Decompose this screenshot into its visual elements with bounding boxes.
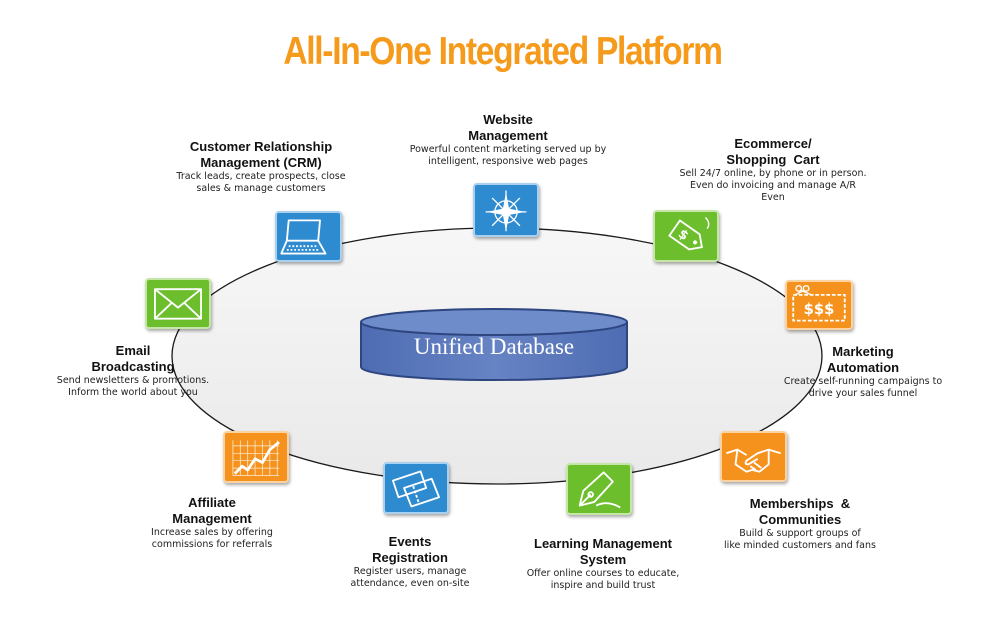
- lms-title-1: Learning Management: [534, 536, 672, 551]
- marketing-title-1: Marketing: [832, 344, 894, 359]
- ecommerce-desc-2: Even do invoicing and manage A/R: [689, 180, 857, 191]
- lms-label: Learning Management System Offer online …: [498, 536, 708, 592]
- crm-desc-2: sales & manage customers: [196, 183, 326, 194]
- database-cylinder: [360, 308, 628, 381]
- website-compass-tile: [473, 183, 539, 237]
- events-title-2: Registration: [372, 550, 448, 565]
- events-desc-2: attendance, even on-site: [350, 578, 470, 589]
- crm-title-2: Management (CRM): [200, 155, 322, 170]
- svg-text:$$$: $$$: [804, 301, 835, 318]
- lms-pen-tile: [566, 463, 632, 515]
- email-envelope-tile: [145, 278, 211, 329]
- price-tag-icon: $: [668, 217, 710, 251]
- lms-title-2: System: [579, 552, 627, 567]
- growth-chart-icon: [232, 440, 280, 476]
- crm-desc-1: Track leads, create prospects, close: [176, 171, 346, 182]
- crm-laptop-tile: [275, 211, 342, 262]
- website-desc-2: intelligent, responsive web pages: [428, 156, 588, 167]
- page-title: All-In-One Integrated Platform: [283, 30, 723, 73]
- marketing-desc-2: drive your sales funnel: [808, 388, 918, 399]
- ecommerce-desc-1: Sell 24/7 online, by phone or in person.: [679, 168, 867, 179]
- laptop-icon: [280, 219, 327, 255]
- website-desc-1: Powerful content marketing served up by: [409, 144, 607, 155]
- ecommerce-label: Ecommerce/ Shopping Cart Sell 24/7 onlin…: [640, 136, 906, 204]
- events-title-1: Events: [388, 534, 432, 549]
- affiliate-chart-tile: [223, 431, 289, 483]
- email-title-2: Broadcasting: [91, 359, 175, 374]
- ecommerce-desc-3: Even: [761, 192, 785, 203]
- marketing-title-2: Automation: [826, 360, 900, 375]
- events-label: Events Registration Register users, mana…: [320, 534, 500, 590]
- affiliate-desc-2: commissions for referrals: [151, 539, 273, 550]
- memberships-handshake-tile: [720, 431, 787, 482]
- memberships-desc-1: Build & support groups of: [739, 528, 861, 539]
- ecommerce-title-1: Ecommerce/: [734, 136, 812, 151]
- email-title-1: Email: [115, 343, 151, 358]
- crm-label: Customer Relationship Management (CRM) T…: [128, 139, 394, 195]
- marketing-coupon-tile: $$$: [785, 280, 853, 330]
- compass-icon: [485, 190, 527, 232]
- tickets-icon: [392, 470, 440, 508]
- events-desc-1: Register users, manage: [353, 566, 467, 577]
- website-title-2: Management: [468, 128, 548, 143]
- lms-desc-2: inspire and build trust: [550, 580, 656, 591]
- memberships-desc-2: like minded customers and fans: [724, 540, 876, 551]
- envelope-icon: [154, 288, 202, 320]
- website-label: Website Management Powerful content mark…: [378, 112, 638, 168]
- memberships-title-1: Memberships &: [749, 496, 851, 511]
- database-label: Unified Database: [413, 334, 575, 359]
- coupon-icon: $$$: [792, 284, 846, 322]
- email-desc-1: Send newsletters & promotions.: [56, 375, 210, 386]
- pen-nib-icon: [578, 471, 621, 509]
- ecommerce-tag-tile: $: [653, 210, 719, 262]
- memberships-label: Memberships & Communities Build & suppor…: [695, 496, 905, 552]
- memberships-title-2: Communities: [758, 512, 842, 527]
- affiliate-title-2: Management: [172, 511, 252, 526]
- website-title-1: Website: [483, 112, 533, 127]
- affiliate-label: Affiliate Management Increase sales by o…: [122, 495, 302, 551]
- crm-title-1: Customer Relationship: [189, 139, 333, 154]
- marketing-desc-1: Create self-running campaigns to: [783, 376, 943, 387]
- handshake-icon: [726, 448, 781, 473]
- email-label: Email Broadcasting Send newsletters & pr…: [30, 343, 236, 399]
- ecommerce-title-2: Shopping Cart: [726, 152, 820, 167]
- events-tickets-tile: [383, 462, 449, 514]
- affiliate-title-1: Affiliate: [188, 495, 236, 510]
- marketing-label: Marketing Automation Create self-running…: [752, 344, 974, 400]
- affiliate-desc-1: Increase sales by offering: [151, 527, 273, 538]
- lms-desc-1: Offer online courses to educate,: [526, 568, 680, 579]
- email-desc-2: Inform the world about you: [68, 387, 198, 398]
